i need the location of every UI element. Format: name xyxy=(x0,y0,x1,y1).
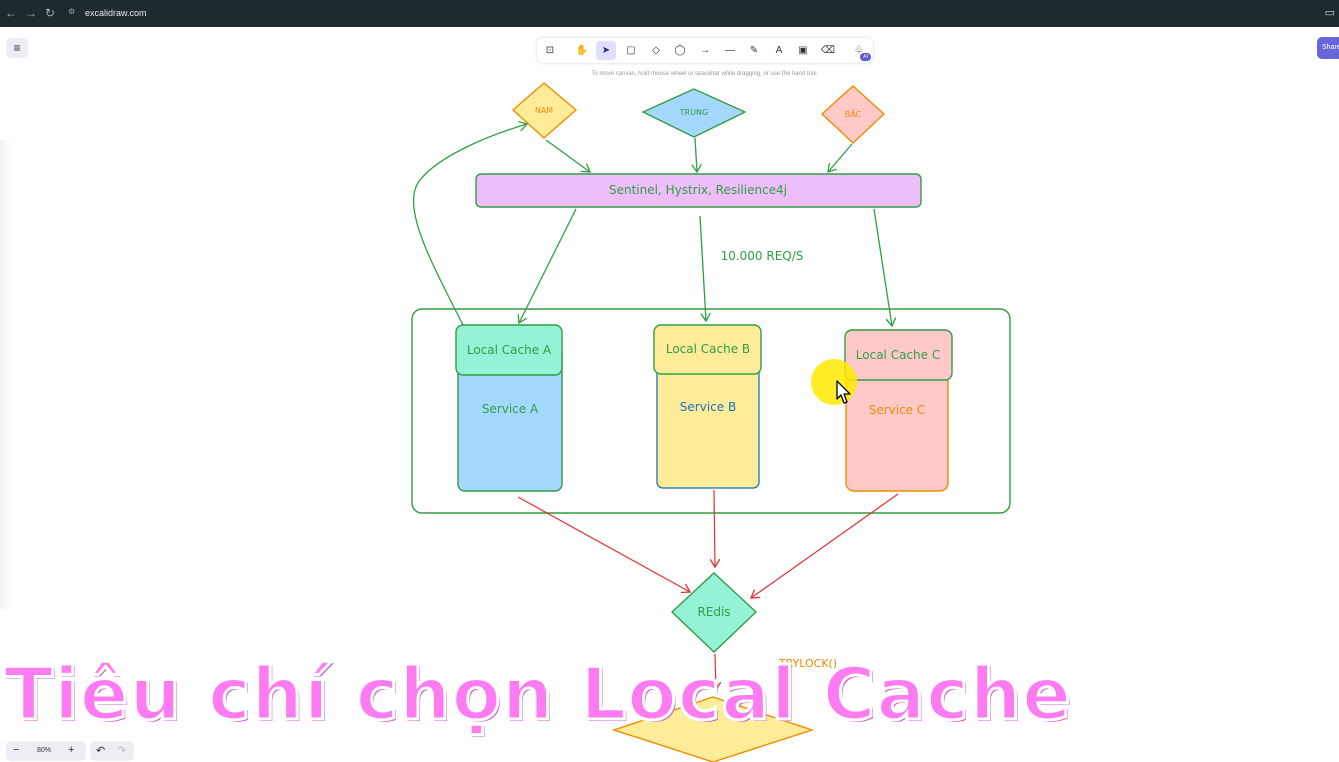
tool-selection[interactable]: ➤ xyxy=(596,41,616,60)
cache-c-label: Local Cache C xyxy=(856,348,940,362)
lock-icon: ⊡ xyxy=(545,45,555,56)
arrow-redis-lock[interactable] xyxy=(715,653,716,690)
redo-icon[interactable]: ↷ xyxy=(117,745,127,757)
trung-label: TRUNG xyxy=(679,108,708,117)
history-controls: ↶ ↷ xyxy=(90,741,134,761)
bac-diamond[interactable] xyxy=(820,85,886,144)
service-a-label: Service A xyxy=(482,402,539,416)
tool-pencil[interactable]: ✎ xyxy=(744,41,764,60)
pencil-icon: ✎ xyxy=(749,45,759,56)
arrow-bac-gateway[interactable] xyxy=(828,143,853,172)
trylock-label: TRYLOCK() xyxy=(778,657,837,670)
service-b-label: Service B xyxy=(680,400,736,414)
main-menu-button[interactable]: ≡ xyxy=(6,38,28,58)
zoom-value[interactable]: 80% xyxy=(37,747,52,754)
more-tools-icon: ♧ xyxy=(854,45,864,56)
tool-image[interactable]: ▣ xyxy=(793,41,813,60)
nam-label: NAM xyxy=(535,106,553,115)
arrow-icon: → xyxy=(700,45,710,56)
tool-eraser[interactable]: ⌫ xyxy=(818,41,838,60)
arrow-service-b-redis[interactable] xyxy=(714,489,715,567)
site-settings-icon[interactable]: ⚙ xyxy=(68,7,76,16)
eraser-icon: ⌫ xyxy=(820,45,836,56)
diamond-icon: ◇ xyxy=(652,45,660,56)
arrow-service-a-redis[interactable] xyxy=(517,496,690,592)
tool-hand[interactable]: ✋ xyxy=(572,41,592,60)
image-icon: ▣ xyxy=(798,45,808,56)
browser-top-bar: ← → ↻ ⚙ excalidraw.com ▭ xyxy=(0,0,1339,27)
zoom-controls: − 80% + xyxy=(6,741,86,761)
reload-icon[interactable]: ↻ xyxy=(45,6,56,20)
ai-badge: AI xyxy=(860,53,871,61)
cast-icon[interactable]: ▭ xyxy=(1324,7,1335,19)
gateway-label: Sentinel, Hystrix, Resilience4j xyxy=(609,183,787,197)
line-icon: — xyxy=(725,45,735,56)
forward-icon[interactable]: → xyxy=(25,6,37,20)
tool-diamond[interactable]: ◇ xyxy=(646,41,666,60)
shape-toolbar: ⊡ ✋ ➤ ▢ ◇ ◯ → — ✎ A ▣ ⌫ ♧ xyxy=(537,38,873,63)
mouse-cursor-icon xyxy=(836,380,851,404)
canvas-hint: To move canvas, hold mouse wheel or spac… xyxy=(591,71,817,77)
arrow-nam-gateway[interactable] xyxy=(545,139,590,172)
undo-icon[interactable]: ↶ xyxy=(96,745,106,757)
cache-a-box[interactable] xyxy=(455,324,563,376)
left-panel-edge xyxy=(0,140,12,610)
video-title-overlay: Tiêu chí chọn Local Cache xyxy=(3,651,1073,738)
ellipse-icon: ◯ xyxy=(674,45,686,56)
tool-rectangle[interactable]: ▢ xyxy=(621,41,641,60)
rate-label: 10.000 REQ/S xyxy=(721,249,804,263)
arrow-gateway-cache-c[interactable] xyxy=(873,208,892,326)
cache-c-box[interactable] xyxy=(844,329,953,381)
rectangle-icon: ▢ xyxy=(626,45,636,56)
bac-label: BẮC xyxy=(845,107,862,119)
arrow-gateway-cache-a[interactable] xyxy=(519,208,577,323)
cache-b-label: Local Cache B xyxy=(666,342,750,356)
tool-more[interactable]: ♧ xyxy=(849,41,869,60)
zoom-out-button[interactable]: − xyxy=(13,744,20,756)
selection-icon: ➤ xyxy=(601,45,611,56)
cursor-highlight xyxy=(811,359,857,405)
services-frame[interactable] xyxy=(411,308,1011,514)
tool-ellipse[interactable]: ◯ xyxy=(670,41,690,60)
arrow-gateway-cache-b[interactable] xyxy=(699,215,706,321)
tool-line[interactable]: — xyxy=(720,41,740,60)
cache-b-box[interactable] xyxy=(653,324,762,375)
gateway-box[interactable] xyxy=(475,173,922,208)
trung-diamond[interactable] xyxy=(641,88,747,138)
lock-diamond[interactable] xyxy=(611,696,815,762)
share-button[interactable]: Share xyxy=(1317,37,1339,59)
hand-icon: ✋ xyxy=(575,45,589,56)
back-icon[interactable]: ← xyxy=(5,6,17,20)
redis-label: REdis xyxy=(697,605,730,619)
redis-diamond[interactable] xyxy=(670,572,758,653)
zoom-in-button[interactable]: + xyxy=(68,744,75,756)
nam-diamond[interactable] xyxy=(511,82,578,139)
cache-a-label: Local Cache A xyxy=(467,343,552,357)
address-bar[interactable]: excalidraw.com xyxy=(85,8,147,18)
arrow-trung-gateway[interactable] xyxy=(695,137,697,172)
arrow-service-c-redis[interactable] xyxy=(751,493,899,598)
arrow-service-a-to-nam[interactable] xyxy=(412,124,527,326)
tool-arrow[interactable]: → xyxy=(695,41,715,60)
service-c-label: Service C xyxy=(869,403,926,417)
tool-text[interactable]: A xyxy=(769,41,789,60)
hamburger-icon: ≡ xyxy=(13,41,21,55)
tool-lock[interactable]: ⊡ xyxy=(540,41,560,60)
text-icon: A xyxy=(775,45,783,56)
